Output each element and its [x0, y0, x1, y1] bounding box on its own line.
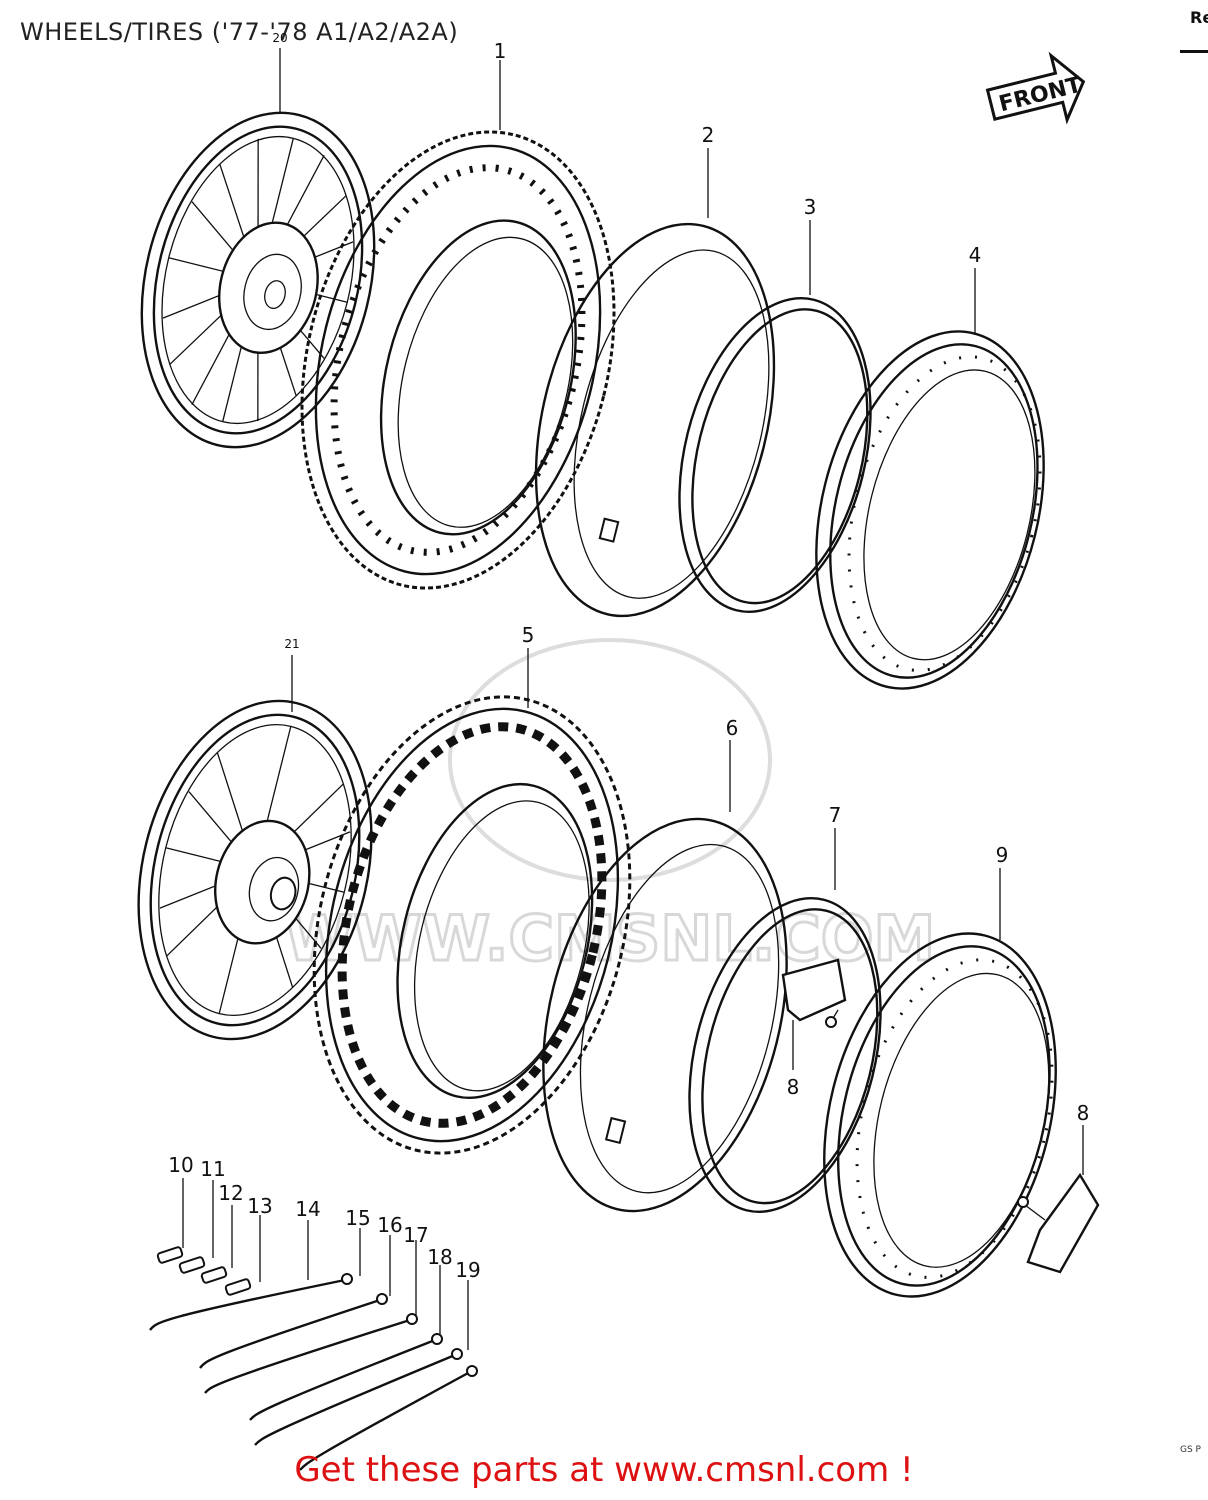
- callout-2: 2: [702, 123, 715, 147]
- callout-8-lower: 8: [1077, 1101, 1090, 1125]
- callouts: 20 1 2 3 4 21 5 6 7 8 9 8 10 11 12 13 14…: [168, 31, 1089, 1282]
- valve-stem-icon: [598, 517, 620, 543]
- rear-rim-4: [815, 330, 1045, 690]
- footer-banner: Get these parts at www.cmsnl.com !: [0, 1450, 1208, 1490]
- spoke-nipples: [156, 1246, 252, 1296]
- callout-20: 20: [272, 31, 287, 45]
- callout-14: 14: [295, 1197, 320, 1221]
- callout-12: 12: [218, 1181, 243, 1205]
- callout-21: 21: [284, 637, 299, 651]
- callout-11: 11: [200, 1157, 225, 1181]
- rear-wheel-20: [140, 111, 376, 449]
- rear-rim-band-3: [678, 297, 872, 613]
- corner-tag: Re: [1190, 8, 1208, 27]
- rear-tube-2: [534, 222, 776, 618]
- rim-lock-8-lower: [1017, 1172, 1100, 1274]
- callout-16: 16: [377, 1213, 402, 1237]
- callout-10: 10: [168, 1153, 193, 1177]
- drawing-code: GS P: [1180, 1445, 1201, 1455]
- callout-15: 15: [345, 1206, 370, 1230]
- front-rim-band-7: [688, 897, 882, 1213]
- callout-8-upper: 8: [787, 1075, 800, 1099]
- front-tube-6: [542, 817, 788, 1213]
- rear-tire-1: [300, 130, 616, 590]
- diagram-title: WHEELS/TIRES ('77-'78 A1/A2/A2A): [20, 18, 459, 46]
- corner-rule: [1180, 50, 1208, 53]
- leader-lines: [182, 48, 1084, 1350]
- callout-13: 13: [247, 1194, 272, 1218]
- loose-spokes: [149, 1273, 478, 1471]
- front-rim-9: [823, 932, 1057, 1298]
- callout-18: 18: [427, 1245, 452, 1269]
- callout-3: 3: [804, 195, 817, 219]
- rim-lock-8-upper: [781, 958, 847, 1028]
- front-tire-5: [312, 695, 632, 1155]
- callout-9: 9: [996, 843, 1009, 867]
- callout-6: 6: [726, 716, 739, 740]
- callout-7: 7: [829, 803, 842, 827]
- front-arrow-icon: FRONT: [985, 51, 1086, 125]
- footer-link[interactable]: Get these parts at www.cmsnl.com !: [294, 1450, 914, 1490]
- valve-stem-icon: [604, 1116, 627, 1145]
- callout-5: 5: [522, 623, 535, 647]
- callout-4: 4: [969, 243, 982, 267]
- callout-17: 17: [403, 1223, 428, 1247]
- callout-1: 1: [494, 39, 507, 63]
- callout-19: 19: [455, 1258, 480, 1282]
- front-wheel-21: [137, 699, 373, 1041]
